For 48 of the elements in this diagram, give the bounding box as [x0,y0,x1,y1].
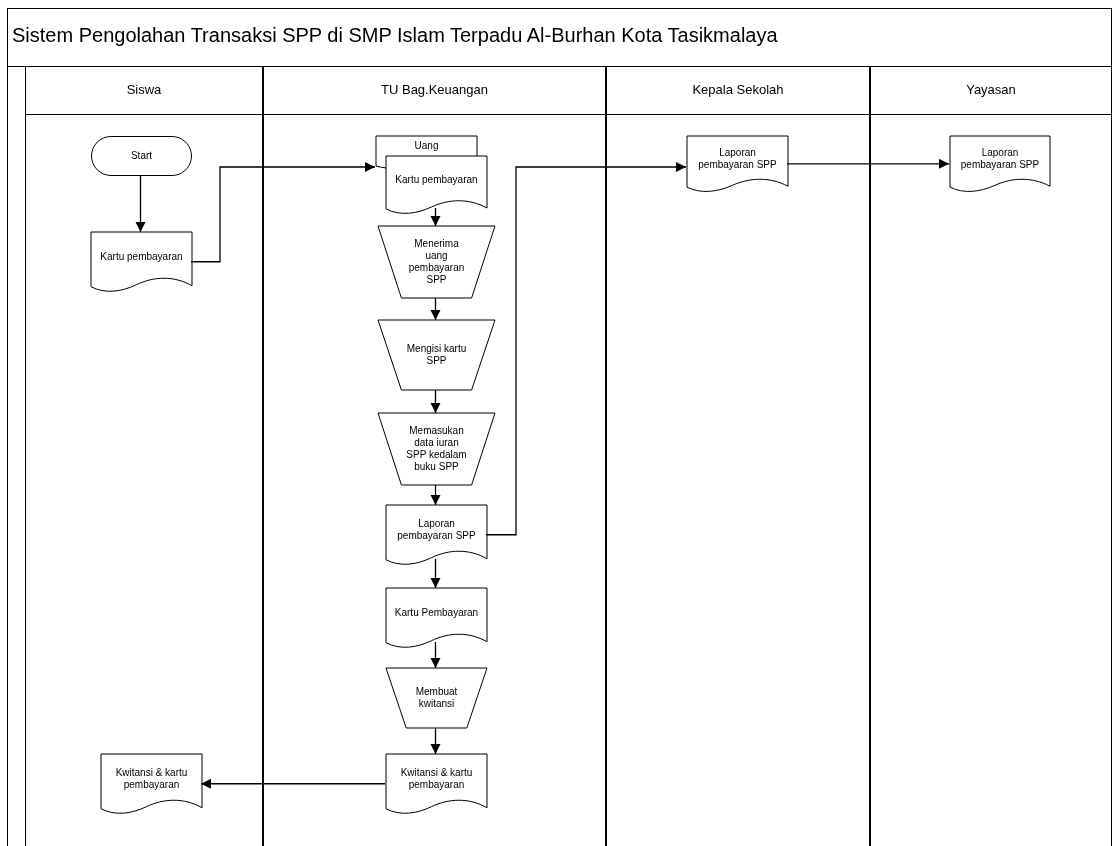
lane-header: TU Bag.Keuangan [264,66,605,115]
document-shape [386,505,487,567]
node-label: Memasukan data iuran SPP kedalam buku SPP [405,425,468,473]
diagram-title: Sistem Pengolahan Transaksi SPP di SMP Islam Terpadu Al-Burhan Kota Tasikmalaya [12,23,778,48]
node-label: Membuat kwitansi [414,686,459,710]
swimlane [870,66,1112,846]
node-label: Kwitansi & kartu pembayaran [399,767,474,791]
document-shape [950,136,1050,194]
lane-header: Yayasan [871,66,1111,115]
arrow [200,778,386,789]
node-label: Mengisi kartu SPP [405,343,468,367]
node-label: Kartu pembayaran [100,251,183,263]
document-shape [386,588,487,650]
document-shape [386,754,487,816]
node-label: Laporan pembayaran SPP [697,147,778,171]
arrow [786,158,950,170]
swimlane [263,66,606,846]
lane-header: Siswa [26,66,262,115]
arrow [430,558,441,589]
swimlane [606,66,870,846]
node-label: Menerima uang pembayaran SPP [407,238,466,286]
document-shape [91,232,192,294]
arrow [135,175,146,233]
swimlane [25,66,263,846]
node-label: Uang [414,140,439,152]
node-label: Start [130,150,153,162]
document-shape [101,754,202,816]
node-label: Kartu pembayaran [395,174,478,186]
arrow [430,389,441,414]
manual-operation-trapezoid [378,320,495,390]
lane-header: Kepala Sekolah [607,66,869,115]
document-shape [386,156,487,216]
manual-operation-trapezoid [378,226,495,298]
document-shape [687,136,788,194]
start-terminator [91,136,192,176]
node-label: Kartu Pembayaran [394,607,479,619]
arrow [430,207,441,227]
manual-operation-trapezoid [386,668,487,728]
node-label: Kwitansi & kartu pembayaran [114,767,189,791]
node-label: Laporan pembayaran SPP [396,518,477,542]
arrow [430,297,441,321]
arrow [430,727,441,755]
manual-operation-trapezoid [378,413,495,485]
node-label: Laporan pembayaran SPP [959,147,1041,171]
arrow [430,641,441,669]
arrow [430,484,441,506]
arrow [485,161,687,536]
arrow [190,161,376,263]
